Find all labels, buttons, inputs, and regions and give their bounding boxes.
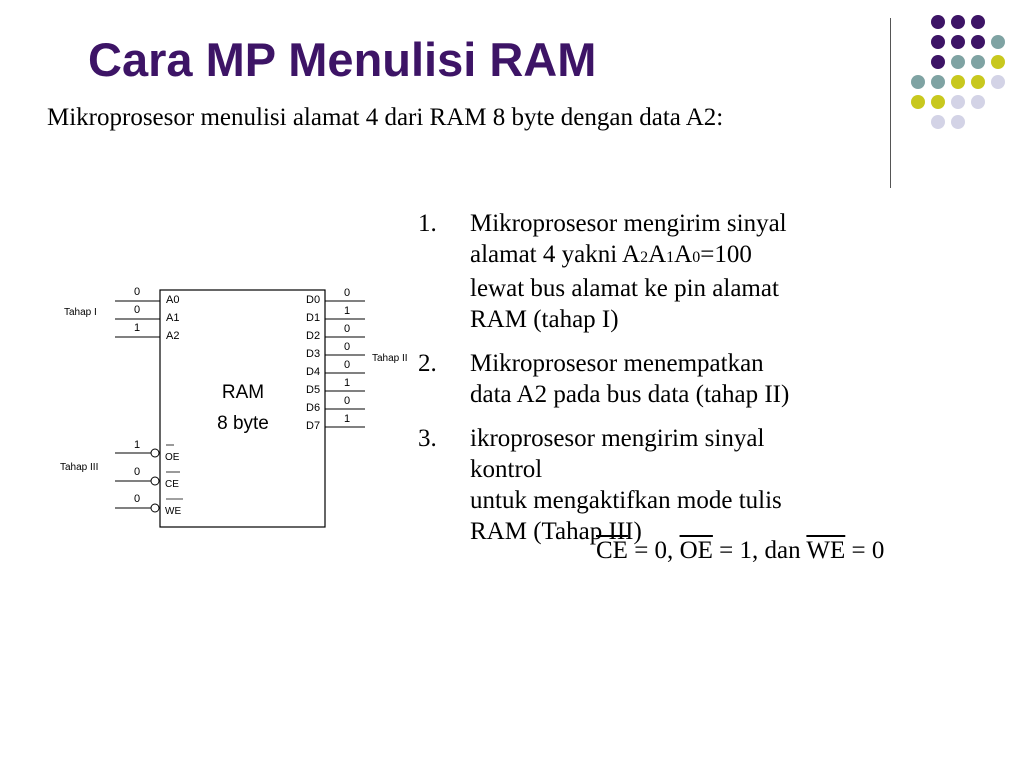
step-1-line-3: lewat bus alamat ke pin alamat — [470, 275, 779, 302]
decorative-dot — [991, 35, 1005, 49]
decorative-dot — [951, 55, 965, 69]
control-equation: CE = 0, OE = 1, dan WE = 0 — [596, 537, 885, 564]
step-list: 1. Mikroprosesor mengirim sinyal alamat … — [418, 208, 938, 560]
decorative-dot — [951, 95, 965, 109]
pin-label-ce: CE — [165, 479, 179, 490]
data-value-d2: 0 — [344, 323, 350, 335]
decorative-dot — [931, 55, 945, 69]
slide-title: Cara MP Menulisi RAM — [88, 33, 597, 86]
step-3: 3. ikroprosesor mengirim sinyal kontrol … — [418, 423, 938, 547]
data-value-d7: 1 — [344, 413, 350, 425]
address-value-a2: 1 — [134, 322, 140, 334]
pin-label-a0: A0 — [166, 294, 179, 306]
control-pins: 1 0 0 OE CE WE — [115, 439, 183, 517]
stage-3-label: Tahap III — [60, 462, 98, 473]
step-2-line-2: data A2 pada bus data (tahap II) — [470, 381, 790, 408]
control-value-oe: 1 — [134, 439, 140, 451]
decorative-dot — [911, 75, 925, 89]
decorative-dot — [991, 75, 1005, 89]
step-1-line-4: RAM (tahap I) — [470, 306, 619, 333]
decorative-dot — [951, 75, 965, 89]
step-1: 1. Mikroprosesor mengirim sinyal alamat … — [418, 208, 938, 335]
ram-chip — [159, 289, 326, 528]
pin-label-d1: D1 — [306, 312, 320, 324]
ram-chip-label: RAM — [222, 382, 264, 403]
stage-2-label: Tahap II — [372, 353, 408, 364]
decorative-dot — [991, 55, 1005, 69]
oe-signal: OE — [679, 537, 713, 564]
pin-label-d4: D4 — [306, 366, 320, 378]
stage-1-label: Tahap I — [64, 307, 97, 318]
step-2: 2. Mikroprosesor menempatkan data A2 pad… — [418, 348, 938, 410]
pin-label-a2: A2 — [166, 330, 179, 342]
step-3-line-2: kontrol — [470, 456, 543, 483]
slide-subtitle: Mikroprosesor menulisi alamat 4 dari RAM… — [47, 104, 724, 131]
step-2-number: 2. — [418, 350, 437, 377]
step-1-line-1: Mikroprosesor mengirim sinyal — [470, 210, 787, 237]
address-value-a0: 0 — [134, 286, 140, 298]
pin-label-d5: D5 — [306, 384, 320, 396]
decorative-dot — [931, 75, 945, 89]
decorative-divider — [890, 18, 891, 188]
control-value-ce: 0 — [134, 466, 140, 478]
decorative-dot — [931, 35, 945, 49]
address-value-a1: 0 — [134, 304, 140, 316]
decorative-dot-grid — [911, 15, 1005, 129]
decorative-dot — [951, 35, 965, 49]
decorative-dot — [971, 15, 985, 29]
decorative-dot — [951, 15, 965, 29]
decorative-dot — [931, 15, 945, 29]
pin-label-d2: D2 — [306, 330, 320, 342]
address-pins: 0 0 1 A0 A1 A2 — [115, 286, 179, 342]
data-value-d5: 1 — [344, 377, 350, 389]
data-value-d3: 0 — [344, 341, 350, 353]
decorative-dot — [971, 35, 985, 49]
control-value-we: 0 — [134, 493, 140, 505]
step-2-line-1: Mikroprosesor menempatkan — [470, 350, 764, 377]
data-value-d0: 0 — [344, 287, 350, 299]
decorative-dot — [951, 115, 965, 129]
data-value-d1: 1 — [344, 305, 350, 317]
pin-label-d7: D7 — [306, 420, 320, 432]
step-3-line-4: RAM (Tahap III) — [470, 518, 642, 545]
step-1-line-2: alamat 4 yakni A2A1A0=100 — [470, 241, 752, 268]
ce-signal: CE — [596, 537, 628, 564]
pin-label-we: WE — [165, 506, 181, 517]
decorative-dot — [971, 75, 985, 89]
decorative-dot — [971, 55, 985, 69]
we-signal: WE — [806, 537, 846, 564]
decorative-dot — [911, 95, 925, 109]
ram-chip-size-label: 8 byte — [217, 413, 269, 434]
step-3-number: 3. — [418, 425, 437, 452]
decorative-dot — [971, 95, 985, 109]
step-1-number: 1. — [418, 210, 437, 237]
pin-label-d6: D6 — [306, 402, 320, 414]
step-3-line-3: untuk mengaktifkan mode tulis — [470, 487, 782, 514]
decorative-dot — [931, 115, 945, 129]
data-value-d4: 0 — [344, 359, 350, 371]
pin-label-oe: OE — [165, 452, 180, 463]
step-3-line-1: ikroprosesor mengirim sinyal — [470, 425, 765, 452]
pin-label-d3: D3 — [306, 348, 320, 360]
pin-label-d0: D0 — [306, 294, 320, 306]
data-value-d6: 0 — [344, 395, 350, 407]
pin-label-a1: A1 — [166, 312, 179, 324]
decorative-dot — [931, 95, 945, 109]
